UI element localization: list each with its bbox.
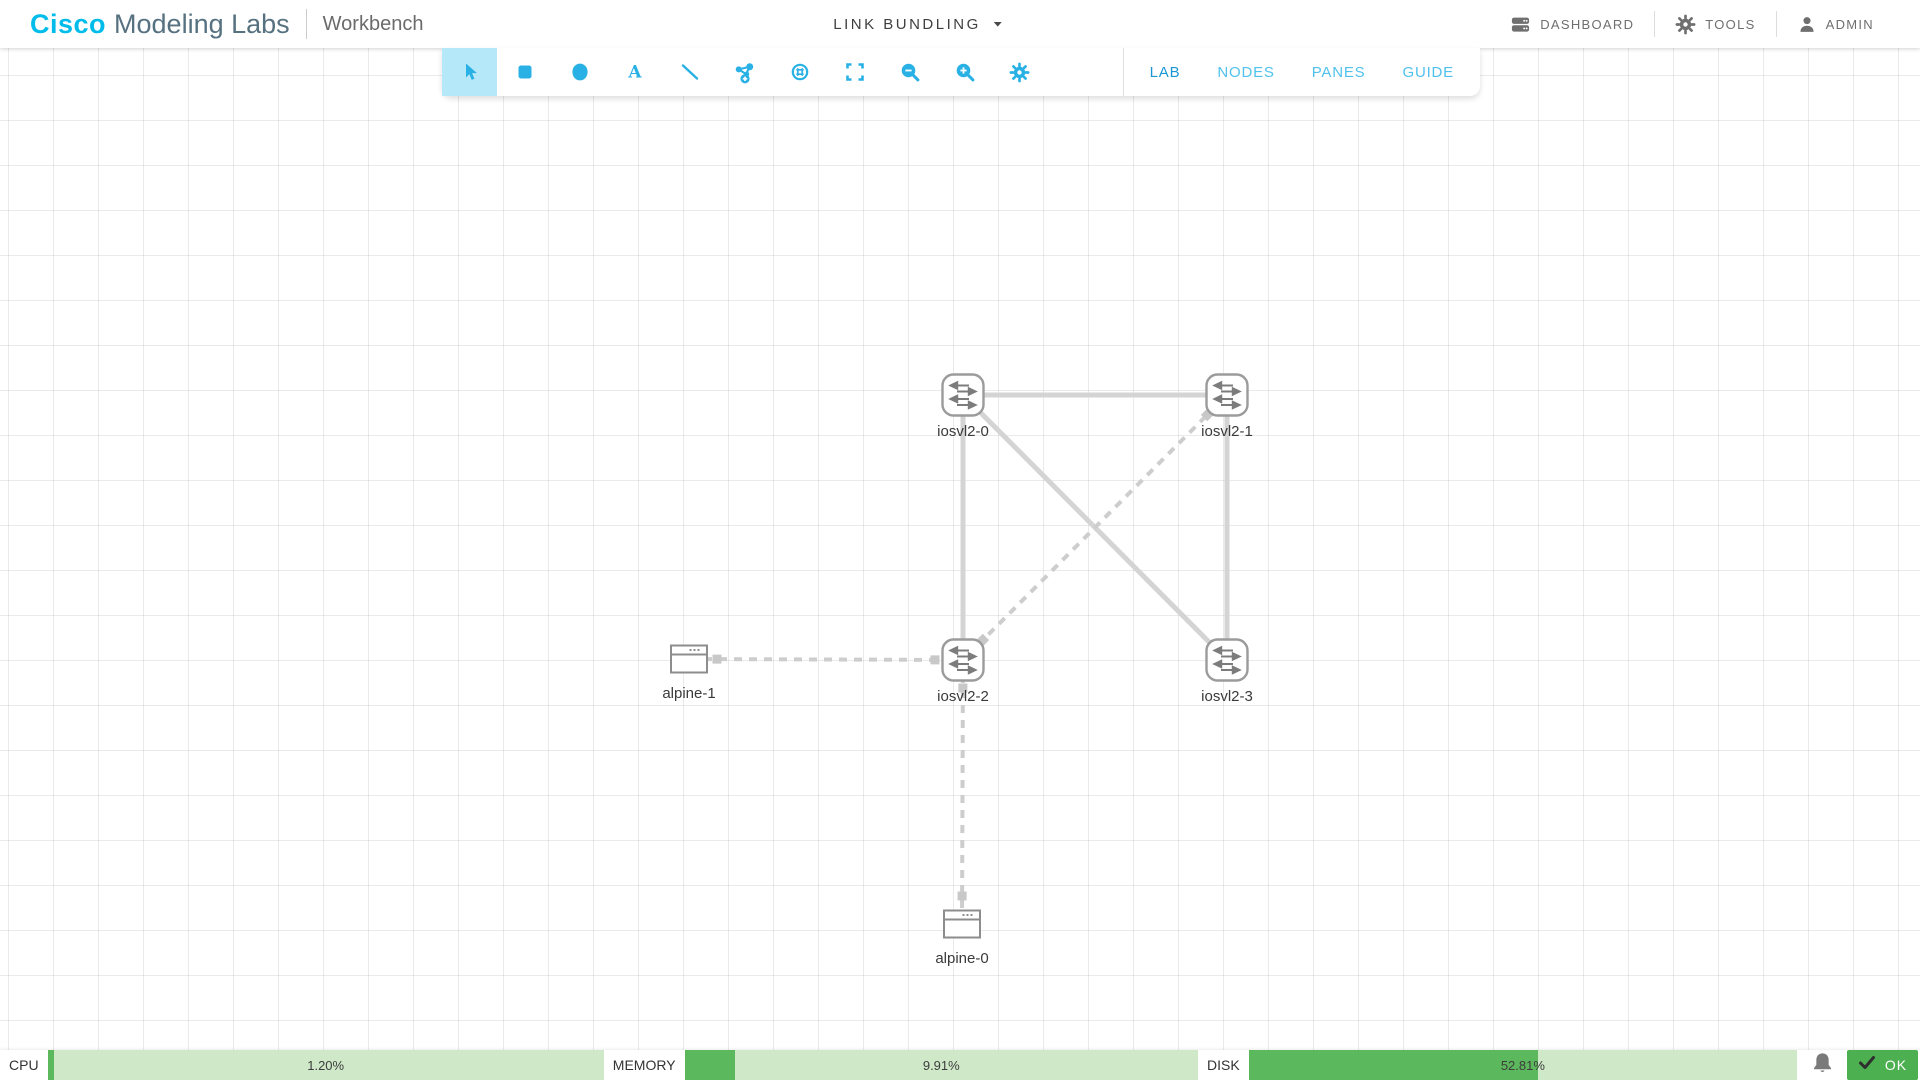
topology-add-icon — [733, 61, 756, 84]
switch-icon — [941, 373, 985, 421]
ellipse-tool[interactable] — [552, 48, 607, 96]
nav-item-tools[interactable]: TOOLS — [1655, 14, 1775, 35]
cursor-icon — [459, 61, 481, 83]
header-divider — [305, 9, 307, 39]
meter-bar: 52.81% — [1248, 1050, 1797, 1080]
node-label: iosvl2-3 — [1201, 688, 1253, 705]
cpu-meter: CPU 1.20% — [0, 1050, 604, 1080]
nav-item-dashboard[interactable]: DASHBOARD — [1490, 14, 1654, 35]
node-iosvl2-2[interactable]: iosvl2-2 — [937, 638, 989, 705]
add-node-tool[interactable] — [717, 48, 772, 96]
topology-canvas[interactable] — [0, 48, 1920, 1050]
line-icon — [679, 61, 701, 83]
meter-bar: 9.91% — [684, 1050, 1199, 1080]
node-label: iosvl2-0 — [937, 423, 989, 440]
gear-icon — [1675, 14, 1696, 35]
rectangle-tool[interactable] — [497, 48, 552, 96]
node-iosvl2-0[interactable]: iosvl2-0 — [937, 373, 989, 440]
user-icon — [1797, 14, 1817, 34]
settings-tool[interactable] — [992, 48, 1047, 96]
lab-title: LINK BUNDLING — [833, 15, 981, 33]
text-tool[interactable]: A — [607, 48, 662, 96]
node-label: alpine-1 — [662, 685, 716, 702]
node-label: alpine-0 — [935, 950, 989, 967]
nav-item-label: DASHBOARD — [1540, 16, 1635, 32]
switch-icon — [1205, 638, 1249, 686]
meter-value: 1.20% — [307, 1057, 345, 1073]
tab-panes[interactable]: PANES — [1311, 63, 1366, 81]
cisco-logo: Cisco — [30, 8, 107, 39]
bell-icon — [1811, 1051, 1834, 1079]
host-icon — [942, 909, 982, 945]
app-header: Cisco Modeling Labs Workbench LINK BUNDL… — [0, 0, 1920, 48]
link-alpine-1-iosvl2-2[interactable] — [688, 657, 964, 662]
meter-fill — [684, 1050, 736, 1080]
tab-nodes[interactable]: NODES — [1217, 63, 1275, 81]
node-label: iosvl2-1 — [1201, 423, 1253, 440]
panel-tabs: LAB NODES PANES GUIDE — [1122, 48, 1480, 96]
check-icon — [1858, 1055, 1876, 1076]
node-alpine-1[interactable]: alpine-1 — [662, 642, 716, 702]
svg-text:A: A — [627, 63, 642, 83]
product-name: Modeling Labs — [114, 8, 290, 39]
system-status-bar: CPU 1.20% MEMORY 9.91% DISK 52.81% OK — [0, 1050, 1920, 1080]
node-iosvl2-3[interactable]: iosvl2-3 — [1201, 638, 1253, 705]
fullscreen-icon — [844, 61, 866, 83]
gear-icon — [1009, 62, 1030, 83]
switch-icon — [1205, 373, 1249, 421]
zoom-out-tool[interactable] — [882, 48, 937, 96]
zoom-out-icon — [899, 61, 921, 83]
meter-label: CPU — [9, 1057, 39, 1073]
nav-divider — [1654, 11, 1656, 37]
nav-divider — [1775, 11, 1777, 37]
tab-lab[interactable]: LAB — [1149, 63, 1181, 81]
select-tool[interactable] — [442, 48, 497, 96]
health-status-badge[interactable]: OK — [1847, 1050, 1918, 1080]
rectangle-icon — [514, 61, 536, 83]
switch-icon — [941, 638, 985, 686]
link-iosvl2-1-iosvl2-2[interactable] — [961, 393, 1229, 662]
fit-view-tool[interactable] — [827, 48, 882, 96]
app-logo: Cisco Modeling Labs Workbench — [0, 9, 423, 40]
drawing-tools: A — [442, 48, 1047, 96]
meter-value: 52.81% — [1500, 1057, 1545, 1073]
meter-fill — [47, 1050, 55, 1080]
nav-item-label: ADMIN — [1825, 16, 1874, 32]
meter-value: 9.91% — [922, 1057, 960, 1073]
text-icon: A — [624, 61, 646, 83]
node-iosvl2-1[interactable]: iosvl2-1 — [1201, 373, 1253, 440]
zoom-in-icon — [954, 61, 976, 83]
health-status-label: OK — [1884, 1057, 1908, 1073]
line-tool[interactable] — [662, 48, 717, 96]
meter-bar: 1.20% — [47, 1050, 604, 1080]
memory-meter: MEMORY 9.91% — [604, 1050, 1199, 1080]
canvas-toolbar: A LAB NODES PANES GUIDE — [442, 48, 1480, 96]
ellipse-icon — [569, 61, 591, 83]
disk-meter: DISK 52.81% — [1198, 1050, 1797, 1080]
meter-fill — [1248, 1050, 1539, 1080]
target-icon — [789, 61, 811, 83]
lab-title-dropdown[interactable]: LINK BUNDLING — [833, 0, 1003, 48]
zoom-in-tool[interactable] — [937, 48, 992, 96]
nav-item-label: TOOLS — [1705, 16, 1756, 32]
node-alpine-0[interactable]: alpine-0 — [935, 907, 989, 967]
node-label: iosvl2-2 — [937, 688, 989, 705]
page-title: Workbench — [322, 12, 424, 35]
tab-guide[interactable]: GUIDE — [1402, 63, 1454, 81]
host-icon — [669, 644, 709, 680]
nav-item-admin[interactable]: ADMIN — [1777, 14, 1894, 34]
dashboard-icon — [1510, 14, 1531, 35]
meter-label: MEMORY — [612, 1057, 676, 1073]
meter-label: DISK — [1207, 1057, 1240, 1073]
locate-tool[interactable] — [772, 48, 827, 96]
header-nav: DASHBOARD TOOLS ADMIN — [1490, 11, 1920, 37]
caret-down-icon — [992, 15, 1003, 33]
notifications-button[interactable] — [1797, 1050, 1847, 1080]
